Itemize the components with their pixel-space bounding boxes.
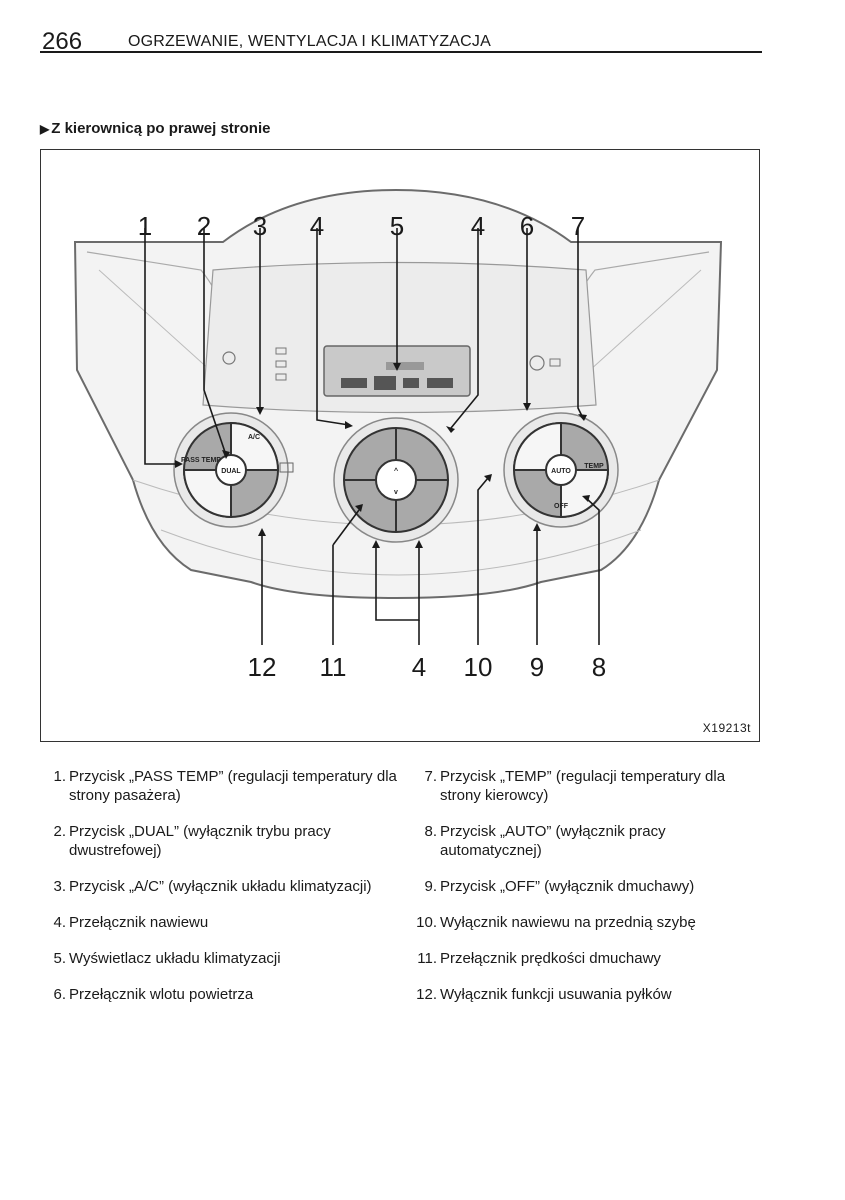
dual-label: DUAL (221, 468, 241, 475)
legend-item: 2.Przycisk „DUAL” (wyłącznik trybu pracy… (53, 822, 399, 860)
svg-text:v: v (394, 489, 398, 496)
legend-text: Wyłącznik funkcji usuwania pyłków (440, 986, 672, 1003)
callout-4b: 4 (471, 211, 485, 241)
callout-8: 8 (592, 652, 606, 682)
section-title: OGRZEWANIE, WENTYLACJA I KLIMATYZACJA (128, 33, 492, 50)
legend-text: Przełącznik wlotu powietrza (69, 986, 254, 1003)
legend-number: 10. (416, 914, 437, 931)
callout-4c: 4 (412, 652, 426, 682)
callout-10: 10 (464, 652, 493, 682)
callout-leader-lines (144, 228, 600, 645)
callout-7: 7 (571, 211, 585, 241)
legend-number: 1. (53, 768, 66, 785)
callout-4a: 4 (310, 211, 324, 241)
legend-text: Przełącznik nawiewu (69, 914, 209, 931)
legend-item: 5.Wyświetlacz układu klimatyzacji (53, 949, 399, 968)
auto-label: AUTO (551, 468, 571, 475)
page-number: 266 (42, 28, 83, 55)
ac-label: A/C (248, 434, 260, 441)
legend-item: 3.Przycisk „A/C” (wyłącznik układu klima… (53, 877, 399, 896)
legend-text: Przełącznik prędkości dmuchawy (440, 950, 661, 967)
legend-number: 2. (53, 823, 66, 840)
legend-number: 3. (53, 878, 66, 895)
legend-text: Przycisk „PASS TEMP” (regulacji temperat… (69, 768, 397, 804)
legend-right: 7.Przycisk „TEMP” (regulacji temperatury… (416, 767, 760, 1021)
header-rule (40, 51, 762, 53)
control-panel-figure: DUAL A/C PASS TEMP ^ v AUTO TEMP (40, 149, 760, 742)
temp-label: TEMP (584, 463, 604, 470)
triangle-bullet-icon: ▶ (40, 122, 50, 136)
right-dial: AUTO TEMP OFF (503, 412, 619, 528)
subheading-text: Z kierownicą po prawej stronie (51, 120, 271, 137)
callout-3: 3 (253, 211, 267, 241)
legend-item: 11.Przełącznik prędkości dmuchawy (417, 949, 760, 968)
callout-11: 11 (320, 652, 347, 682)
legend-text: Przycisk „A/C” (wyłącznik układu klimaty… (69, 878, 372, 895)
callout-1: 1 (138, 211, 152, 241)
legend-text: Wyłącznik nawiewu na przednią szybę (440, 914, 696, 931)
legend-number: 12. (416, 986, 437, 1003)
callout-5: 5 (390, 211, 404, 241)
svg-text:^: ^ (394, 467, 398, 475)
legend-item: 8.Przycisk „AUTO” (wyłącznik pracy autom… (424, 822, 760, 860)
center-dial: ^ v (333, 417, 459, 543)
callout-9: 9 (530, 652, 544, 682)
left-dial: DUAL A/C PASS TEMP (173, 412, 294, 528)
subheading: ▶Z kierownicą po prawej stronie (40, 120, 270, 137)
callout-12: 12 (248, 652, 277, 682)
legend-text: Przycisk „OFF” (wyłącznik dmuchawy) (440, 878, 695, 895)
legend-text: Wyświetlacz układu klimatyzacji (69, 950, 281, 967)
legend-item: 7.Przycisk „TEMP” (regulacji temperatury… (424, 767, 760, 805)
legend-left: 1.Przycisk „PASS TEMP” (regulacji temper… (53, 767, 399, 1021)
callout-2: 2 (197, 211, 211, 241)
figure-code: X19213t (702, 721, 751, 735)
legend-item: 1.Przycisk „PASS TEMP” (regulacji temper… (53, 767, 399, 805)
pass-temp-label: PASS TEMP (181, 457, 221, 464)
callout-6: 6 (520, 211, 534, 241)
legend-number: 8. (424, 823, 437, 840)
legend-item: 4.Przełącznik nawiewu (53, 913, 399, 932)
legend-number: 6. (53, 986, 66, 1003)
legend-text: Przycisk „TEMP” (regulacji temperatury d… (440, 768, 726, 804)
legend-number: 4. (53, 914, 66, 931)
legend-text: Przycisk „AUTO” (wyłącznik pracy automat… (440, 823, 666, 859)
legend-item: 12.Wyłącznik funkcji usuwania pyłków (416, 985, 760, 1004)
off-label: OFF (554, 503, 569, 510)
legend-text: Przycisk „DUAL” (wyłącznik trybu pracy d… (69, 823, 331, 859)
legend-number: 9. (424, 878, 437, 895)
legend-item: 9.Przycisk „OFF” (wyłącznik dmuchawy) (424, 877, 760, 896)
callout-numbers: 1 2 3 4 5 4 6 7 12 11 4 10 9 8 (138, 211, 606, 682)
control-panel-illustration: DUAL A/C PASS TEMP ^ v AUTO TEMP (73, 188, 723, 682)
legend-number: 5. (53, 950, 66, 967)
legend-number: 11. (417, 950, 437, 967)
legend-item: 6.Przełącznik wlotu powietrza (53, 985, 399, 1004)
legend-item: 10.Wyłącznik nawiewu na przednią szybę (416, 913, 760, 932)
legend-number: 7. (424, 768, 437, 785)
